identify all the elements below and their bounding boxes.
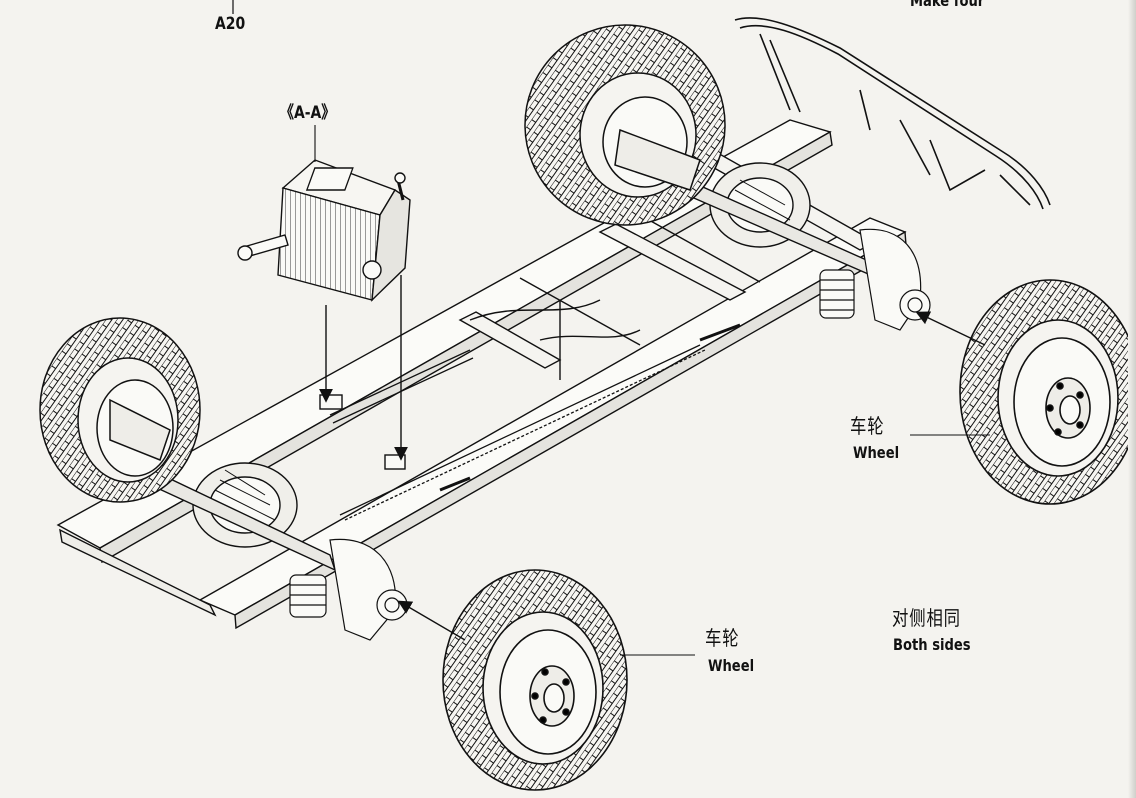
both-sides-label-zh: 对侧相同 xyxy=(892,606,961,630)
roll-bar xyxy=(734,17,1051,210)
wheel-right-loose[interactable] xyxy=(959,279,1136,505)
top-note: Make four xyxy=(910,0,985,10)
wheel-front-left-mounted xyxy=(524,24,726,226)
wheel-front-label-zh: 车轮 xyxy=(705,626,740,650)
transfer-case-part xyxy=(237,125,411,302)
both-sides-label-en: Both sides xyxy=(893,635,971,654)
wheel-arrows xyxy=(397,311,986,641)
drive-shaft xyxy=(329,323,741,521)
wheel-rear-left-mounted xyxy=(39,317,201,503)
part-ref-a20: A20 xyxy=(215,14,246,34)
install-arrows xyxy=(319,275,408,461)
chassis-frame xyxy=(56,119,907,630)
section-label: 《A-A》 xyxy=(280,103,336,123)
wheel-front-loose[interactable] xyxy=(442,569,628,791)
wheel-right-label-en: Wheel xyxy=(853,443,900,462)
wheel-front-label-en: Wheel xyxy=(708,656,755,675)
rear-differential xyxy=(117,453,337,572)
label-leaders xyxy=(620,434,990,656)
page-edge xyxy=(1128,0,1136,798)
wheel-right-label-zh: 车轮 xyxy=(850,414,885,438)
rear-suspension xyxy=(289,538,408,641)
